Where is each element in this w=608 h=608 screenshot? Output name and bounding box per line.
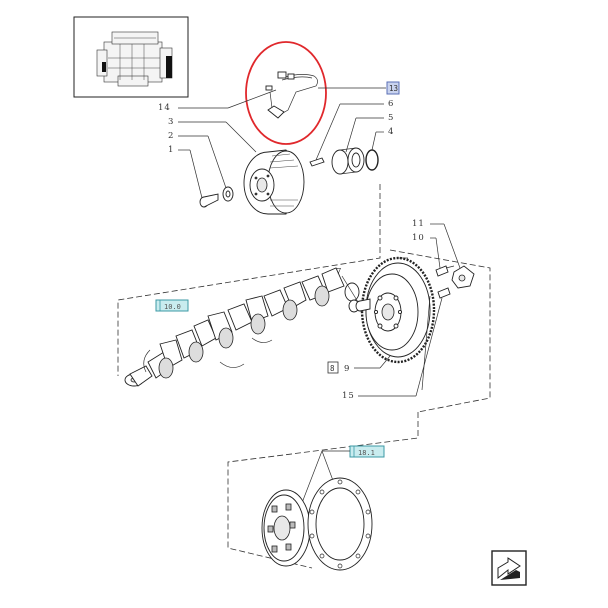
callout-group-right-top: 13 6 5 4: [315, 81, 400, 161]
part-3-pulley[interactable]: [243, 149, 305, 215]
highlight-circle: [245, 41, 327, 145]
callout-13: 13: [389, 84, 398, 93]
callout-10: 10: [412, 233, 425, 243]
crankshaft[interactable]: [124, 267, 360, 387]
engine-thumbnail[interactable]: [73, 16, 189, 98]
callout-4: 4: [388, 127, 394, 137]
callout-9: 9: [344, 364, 350, 374]
part-1-bolt[interactable]: [199, 193, 219, 208]
callout-13-box[interactable]: [386, 81, 400, 95]
callout-group-top: 14 3 2 1: [158, 89, 277, 199]
part-2-washer[interactable]: [222, 186, 234, 202]
callout-8-box[interactable]: [327, 361, 339, 374]
callout-2: 2: [168, 131, 174, 141]
callout-8: 8: [330, 364, 335, 373]
callout-11: 11: [412, 219, 425, 229]
part-11-plate[interactable]: [451, 265, 475, 289]
clutch-disc[interactable]: [261, 489, 311, 567]
callout-6: 6: [388, 99, 394, 109]
flywheel[interactable]: [360, 256, 436, 364]
crankshaft-reference-label: 10.0: [164, 303, 181, 311]
callout-14: 14: [158, 103, 171, 113]
flywheel-housing-ring[interactable]: [307, 477, 373, 571]
part-5-spacer[interactable]: [331, 147, 365, 175]
part-13-pipe[interactable]: [265, 71, 318, 119]
part-7-dowel[interactable]: [355, 298, 371, 312]
part-10-bolts[interactable]: [435, 265, 455, 299]
callout-group-flywheel: 11 10 7 8 9 15: [327, 219, 461, 401]
crankshaft-reference-box[interactable]: 10.0: [155, 299, 189, 312]
dashed-guide-clutch: [227, 412, 419, 569]
clutch-reference-label: 18.1: [358, 449, 375, 457]
dashed-guide-flywheel: [389, 249, 491, 413]
callout-15: 15: [342, 391, 355, 401]
dashed-guide-pulley: [117, 184, 381, 376]
part-6-key[interactable]: [309, 157, 325, 167]
next-page-arrow-icon[interactable]: [491, 550, 527, 586]
part-4-o-ring[interactable]: [365, 149, 379, 171]
callout-5: 5: [388, 113, 394, 123]
callout-7: 7: [336, 267, 342, 277]
callout-1: 1: [168, 145, 174, 155]
callout-3: 3: [168, 117, 174, 127]
clutch-reference-box[interactable]: 18.1: [349, 445, 385, 458]
